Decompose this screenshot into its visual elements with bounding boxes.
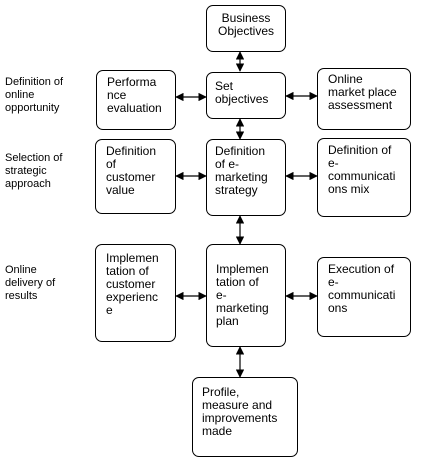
row-label-definition: Definition of online opportunity [5,76,64,114]
row-label-delivery: Online delivery of results [5,264,56,302]
box-performance-evaluation: Performa nce evaluation [96,70,176,130]
box-business-objectives: Business Objectives [206,5,286,52]
box-customer-experience: Implemen tation of customer experienc e [95,244,176,342]
box-online-marketplace: Online market place assessment [317,68,411,130]
box-emarketing-plan: Implemen tation of e- marketing plan [206,244,286,347]
box-profile-measure: Profile, measure and improvements made [192,377,298,457]
box-execution-ecommunications: Execution of e- communicati ons [317,257,411,337]
box-customer-value: Definition of customer value [95,139,176,214]
box-set-objectives: Set objectives [206,72,286,119]
row-label-selection: Selection of strategic approach [5,152,63,190]
box-ecommunications-mix: Definition of e- communicati ons mix [317,138,411,217]
box-emarketing-strategy: Definition of e- marketing strategy [206,139,286,216]
